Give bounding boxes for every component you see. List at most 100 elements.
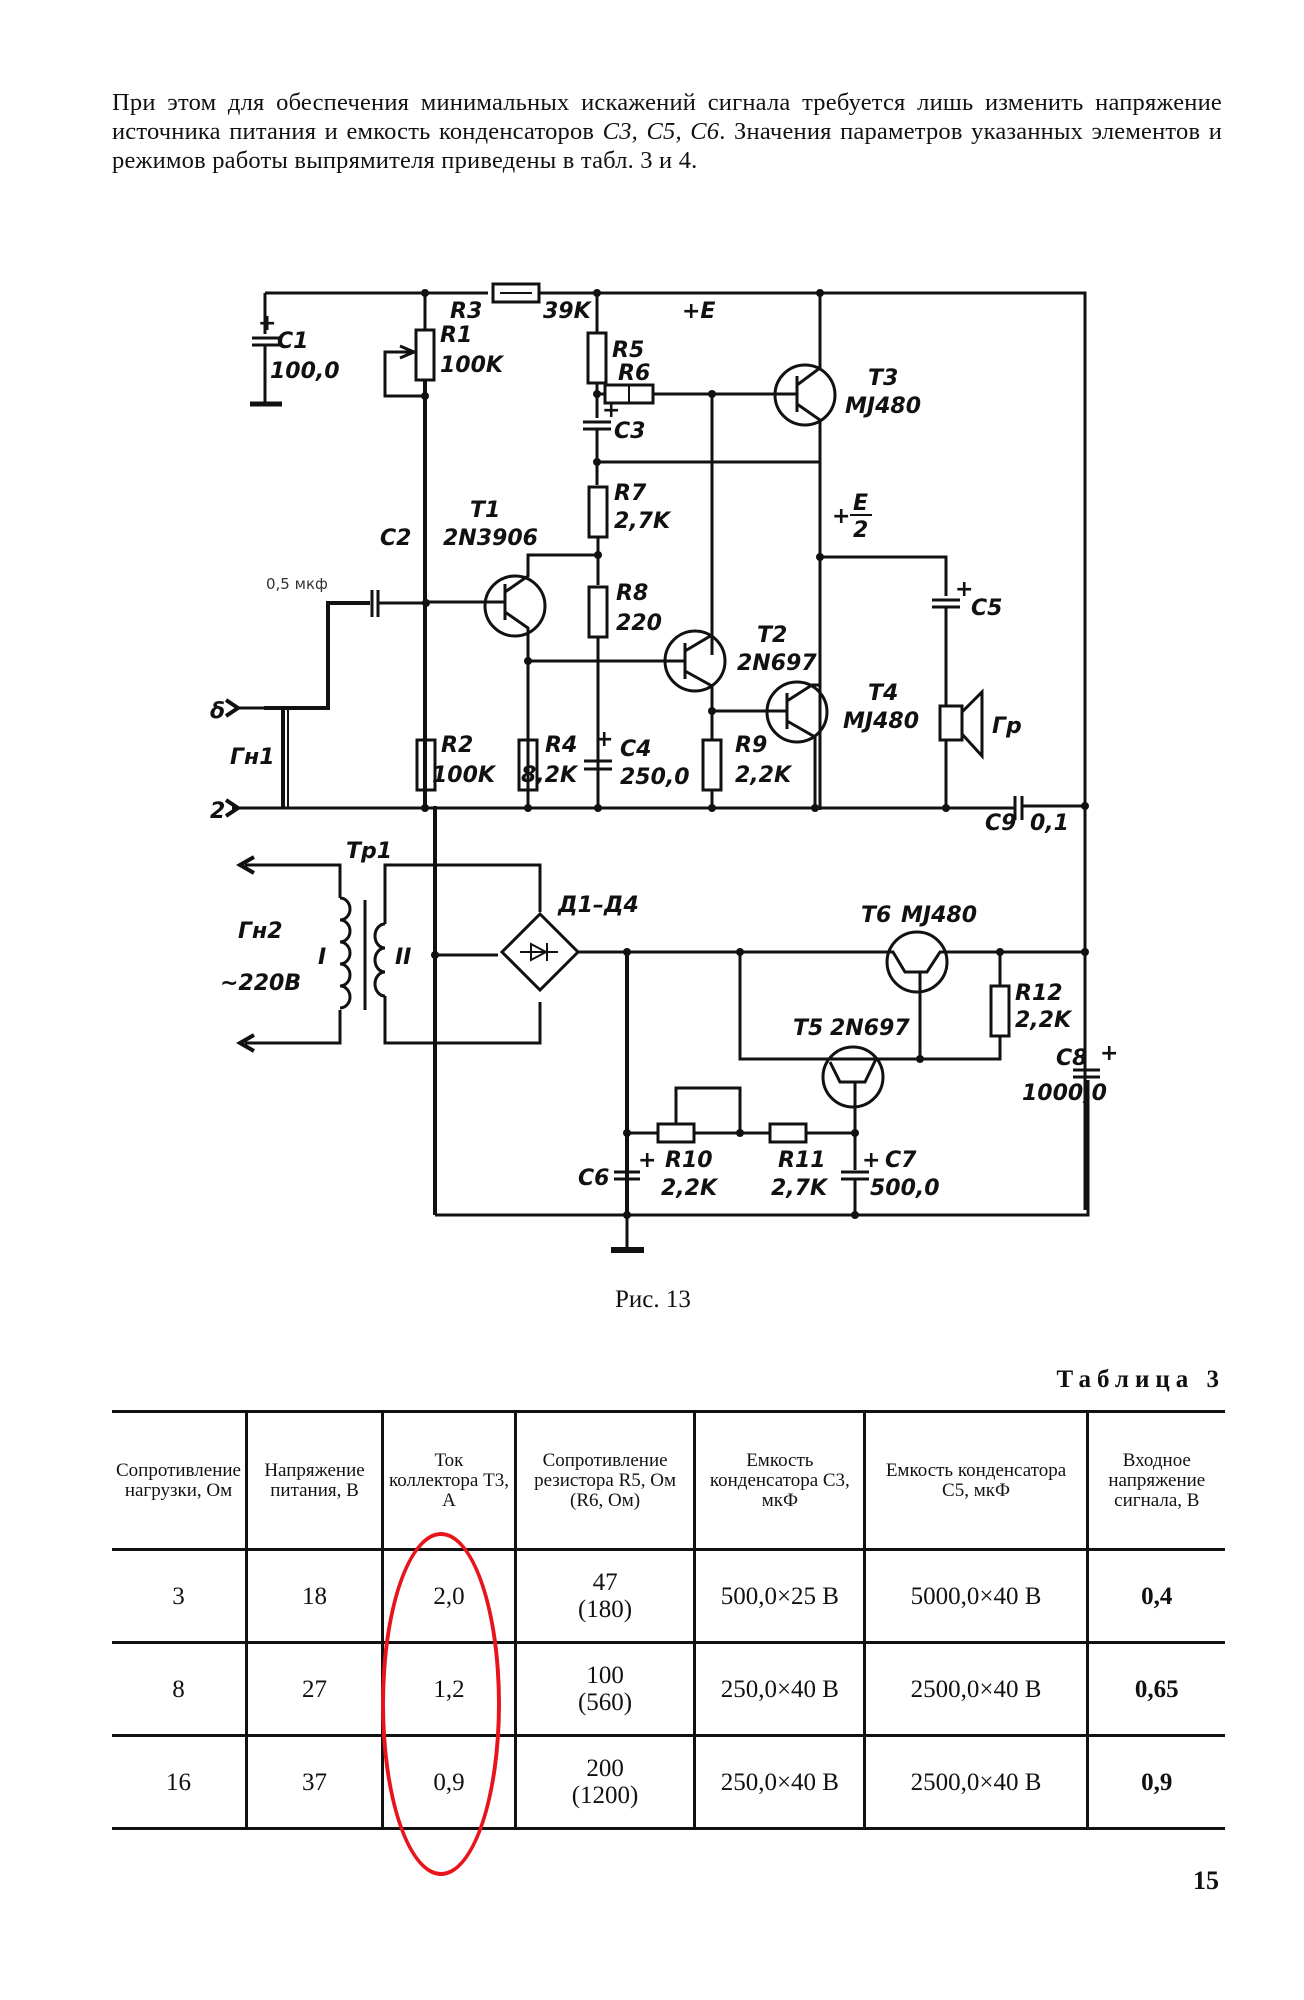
r6-value: (560): [577, 1689, 633, 1716]
top-rail-wires: [224, 282, 1100, 1253]
cell-load: 8: [172, 1675, 185, 1703]
label-r3: R3: [450, 299, 482, 324]
diode-bridge: [499, 911, 581, 993]
label-t3: T3: [868, 366, 898, 391]
r6-value: (1200): [571, 1782, 639, 1809]
label-c7-value: 500,0: [870, 1176, 940, 1201]
label-r11: R11: [778, 1148, 826, 1173]
label-t5-part: 2N697: [830, 1016, 910, 1041]
cell-input: 0,4: [1085, 1549, 1225, 1643]
label-r2-value: 100K: [432, 763, 497, 788]
label-c2: C2: [380, 526, 411, 551]
header-r5: Сопротивление резистора R5, Ом (R6, Ом): [513, 1411, 695, 1550]
label-c8-value: 1000,0: [1022, 1081, 1107, 1106]
header-voltage: Напряжение питания, В: [244, 1411, 383, 1550]
cell-voltage: 27: [244, 1642, 383, 1736]
cell-input: 0,65: [1085, 1642, 1225, 1736]
label-r12-value: 2,2K: [1015, 1008, 1073, 1033]
cell-load: 16: [165, 1768, 191, 1796]
label-r7-value: 2,7K: [614, 509, 672, 534]
cell-voltage: 37: [244, 1735, 383, 1829]
label-r5: R5: [612, 338, 644, 363]
label-speaker: Гр: [992, 714, 1022, 739]
table-row: 16 37 0,9 200(1200) 250,0×40 В 2500,0×40…: [112, 1735, 1225, 1829]
r5-value: 200: [586, 1755, 624, 1782]
resistor-r7: [587, 485, 609, 539]
label-c3: C3: [614, 419, 645, 444]
label-c4: C4: [620, 737, 651, 762]
table-header-row: Сопротивление нагрузки, Ом Напряжение пи…: [112, 1411, 1225, 1550]
cell-c3: 500,0×25 В: [693, 1549, 865, 1643]
transformer-primary: [339, 896, 352, 1010]
label-c6: C6: [578, 1166, 609, 1191]
cell-c3: 250,0×40 В: [693, 1642, 865, 1736]
label-r12: R12: [1015, 981, 1063, 1006]
label-r3-value: 39K: [543, 299, 593, 324]
cell-r5: 100(560): [513, 1642, 695, 1736]
resistor-r9: [701, 738, 723, 792]
label-tr1: Тр1: [346, 839, 392, 864]
label-gn1: Гн1: [230, 745, 275, 770]
r5-value: 47: [592, 1569, 618, 1596]
label-e-half-denominator: 2: [853, 518, 868, 543]
resistor-r8: [587, 585, 609, 639]
resistor-r12: [989, 984, 1011, 1038]
label-t4: T4: [868, 681, 898, 706]
table-title: Таблица 3: [1056, 1366, 1225, 1393]
label-r4: R4: [545, 733, 577, 758]
label-r7: R7: [614, 481, 647, 506]
label-r1: R1: [440, 323, 472, 348]
r5-value: 100: [586, 1662, 624, 1689]
transistor-t5: [821, 1045, 885, 1109]
label-t1-part: 2N3906: [443, 526, 538, 551]
label-t4-part: MJ480: [843, 709, 919, 734]
label-e-half-numerator: E: [853, 491, 868, 516]
label-c4-plus: +: [595, 727, 613, 752]
label-c6-plus: +: [638, 1148, 656, 1173]
cell-r5: 47(180): [513, 1549, 695, 1643]
potentiometer-r1: [414, 328, 436, 382]
label-c9: C9: [985, 811, 1016, 836]
label-c7-plus: +: [862, 1148, 880, 1173]
resistor-r5: [586, 331, 608, 385]
label-c4-value: 250,0: [620, 765, 690, 790]
label-winding-1: I: [318, 945, 326, 970]
label-t3-part: MJ480: [845, 394, 921, 419]
figure-caption: Рис. 13: [615, 1286, 691, 1313]
label-t5: T5: [793, 1016, 823, 1041]
label-input-terminal-2: 2: [210, 799, 225, 824]
resistor-r2: [415, 738, 437, 792]
intro-paragraph: При этом для обеспечения минимальных иск…: [112, 88, 1222, 175]
parameters-table: Сопротивление нагрузки, Ом Напряжение пи…: [112, 1410, 1225, 1830]
header-load: Сопротивление нагрузки, Ом: [116, 1459, 241, 1501]
cell-r5: 200(1200): [513, 1735, 695, 1829]
label-c9-value: 0,1: [1030, 811, 1069, 836]
table-row: 3 18 2,0 47(180) 500,0×25 В 5000,0×40 В …: [112, 1549, 1225, 1643]
transformer-secondary: [373, 922, 386, 998]
label-c3-plus: +: [602, 398, 620, 423]
label-c5-plus: +: [955, 577, 973, 602]
label-gn2: Гн2: [238, 919, 283, 944]
label-r4-value: 8,2K: [521, 763, 579, 788]
label-c7: C7: [885, 1148, 917, 1173]
label-t6-part: MJ480: [901, 903, 977, 928]
potentiometer-r10: [656, 1122, 696, 1144]
transistor-t6: [885, 930, 949, 994]
capacitor-refs: C3, C5, C6: [602, 118, 720, 145]
paragraph-text: При этом для обеспечения минимальных иск…: [112, 89, 1222, 145]
label-plus: +: [258, 311, 276, 336]
label-bridge: Д1–Д4: [557, 893, 639, 918]
resistor-r11: [768, 1122, 808, 1144]
label-input-terminal-1: δ: [210, 699, 225, 724]
speaker: [938, 704, 964, 742]
table-row: 8 27 1,2 100(560) 250,0×40 В 2500,0×40 В…: [112, 1642, 1225, 1736]
cell-c5: 2500,0×40 В: [863, 1642, 1088, 1736]
label-c2-value: 0,5 мкф: [266, 575, 328, 593]
page-number: 15: [1193, 1866, 1219, 1895]
junction-dots: [421, 289, 1089, 1219]
label-winding-2: II: [395, 945, 411, 970]
label-r9-value: 2,2K: [735, 763, 793, 788]
label-r11-value: 2,7K: [771, 1176, 829, 1201]
r6-value: (180): [577, 1596, 633, 1623]
label-c5: C5: [971, 596, 1002, 621]
